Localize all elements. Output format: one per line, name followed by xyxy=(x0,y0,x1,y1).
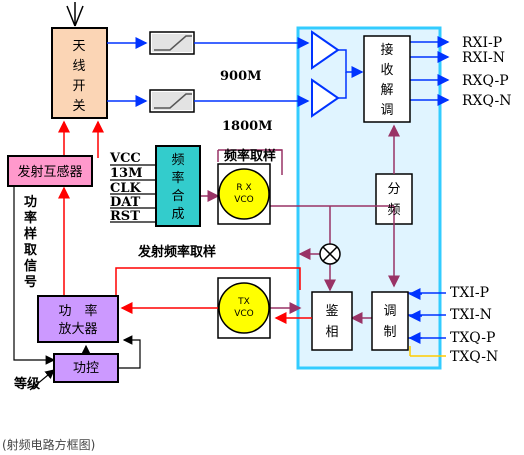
power-ctrl-box xyxy=(53,353,119,383)
antenna-switch-char-2: 线 xyxy=(72,59,85,74)
level-label: 等级 xyxy=(13,376,41,392)
divider-char-1: 分 xyxy=(387,182,400,197)
band-900-label: 900M xyxy=(220,69,262,84)
modulator-char-2: 制 xyxy=(383,325,396,340)
rx-output-2: RXI-N xyxy=(462,50,505,66)
synth-char-2: 率 xyxy=(171,170,184,186)
synth-char-1: 频 xyxy=(171,153,184,168)
freq-synth-box xyxy=(155,145,201,227)
power-sampling-char-3: 样 xyxy=(24,226,37,242)
lo-lines xyxy=(200,124,400,324)
rx-demod-char-2: 收 xyxy=(380,63,393,78)
tx-vco-circle xyxy=(218,282,270,334)
rx-demod-char-1: 接 xyxy=(380,42,393,58)
synth-char-3: 合 xyxy=(171,189,184,204)
power-sampling-char-6: 号 xyxy=(24,275,37,290)
modulator-char-1: 调 xyxy=(383,304,396,319)
rx-demod-char-4: 调 xyxy=(380,103,393,118)
synth-input-vcc: VCC xyxy=(109,151,141,166)
tx-input-4: TXQ-N xyxy=(450,349,498,365)
phase-detector-char-1: 鉴 xyxy=(325,304,338,319)
modulator-box xyxy=(371,291,409,351)
rx-demod-box xyxy=(363,35,411,123)
synth-input-13m: 13M xyxy=(110,166,142,181)
control-lines xyxy=(13,186,141,391)
rx-demod-char-3: 解 xyxy=(380,83,393,98)
antenna-switch-char-3: 开 xyxy=(72,79,85,94)
freq-sampling-label: 频率取样 xyxy=(224,148,276,164)
divider-char-2: 频 xyxy=(387,203,400,218)
antenna-switch-char-1: 天 xyxy=(72,39,85,54)
diagram-caption: (射频电路方框图) xyxy=(2,438,96,452)
rx-vco-line-1: R X xyxy=(236,183,251,193)
rx-vco-line-2: VCO xyxy=(234,195,254,205)
phase-detector-box xyxy=(311,291,353,351)
tx-input-2: TXI-N xyxy=(450,307,492,323)
antenna-switch-box xyxy=(51,27,108,119)
synth-input-lines xyxy=(110,164,156,223)
power-ctrl-label: 功控 xyxy=(73,361,99,376)
synth-input-rst: RST xyxy=(110,209,140,224)
lna-900-icon xyxy=(311,30,340,70)
rx-vco-circle xyxy=(218,168,270,220)
synth-char-4: 成 xyxy=(171,207,184,222)
tx-input-1: TXI-P xyxy=(450,285,489,301)
tx-coupler-label: 发射互感器 xyxy=(17,164,82,180)
rx-output-1: RXI-P xyxy=(462,35,502,51)
power-sampling-char-1: 功 xyxy=(24,195,37,210)
filter-900-icon xyxy=(149,31,195,55)
antenna-icon xyxy=(66,2,84,27)
synth-input-dat: DAT xyxy=(110,195,141,210)
tx-signal-lines xyxy=(58,120,312,324)
mixer-icon xyxy=(319,243,341,265)
power-amp-line-1: 功 率 xyxy=(58,303,97,319)
phase-detector-char-2: 相 xyxy=(325,325,338,340)
lna-1800-icon xyxy=(311,78,340,118)
tx-coupler-box xyxy=(7,155,93,187)
power-amp-line-2: 放大器 xyxy=(58,322,97,337)
antenna-switch-char-4: 关 xyxy=(72,99,85,114)
tx-vco-line-1: TX xyxy=(237,297,250,307)
power-sampling-char-2: 率 xyxy=(24,210,37,226)
synth-input-clk: CLK xyxy=(110,181,141,196)
tx-input-3: TXQ-P xyxy=(450,330,495,346)
rx-signal-lines xyxy=(107,36,450,344)
tx-vco-line-2: VCO xyxy=(234,309,254,319)
rx-output-4: RXQ-N xyxy=(462,93,511,109)
power-sampling-char-4: 取 xyxy=(24,243,38,258)
band-1800-label: 1800M xyxy=(222,119,273,134)
tx-freq-sampling-label: 发射频率取样 xyxy=(137,244,216,260)
power-amp-box xyxy=(37,295,119,343)
power-sampling-char-5: 信 xyxy=(24,258,37,274)
rx-output-3: RXQ-P xyxy=(462,73,509,89)
filter-1800-icon xyxy=(149,89,195,113)
